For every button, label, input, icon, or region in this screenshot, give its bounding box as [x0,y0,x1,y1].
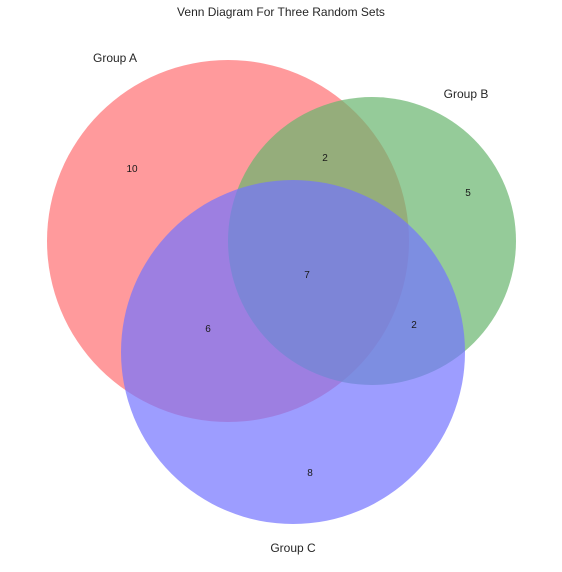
circle-group-c [121,180,465,524]
label-group-c: Group C [270,541,316,555]
count-a-only: 10 [126,164,138,175]
diagram-title: Venn Diagram For Three Random Sets [177,5,385,19]
label-group-a: Group A [93,51,137,65]
label-group-b: Group B [444,87,489,101]
count-ab-only: 2 [322,153,328,164]
count-abc: 7 [304,270,310,281]
count-b-only: 5 [465,188,471,199]
venn-circles [47,60,516,524]
set-labels: Group A Group B Group C [93,51,488,555]
count-c-only: 8 [307,468,313,479]
region-counts: 10 5 8 2 6 2 7 [126,153,471,479]
count-bc-only: 2 [411,320,417,331]
count-ac-only: 6 [205,324,211,335]
